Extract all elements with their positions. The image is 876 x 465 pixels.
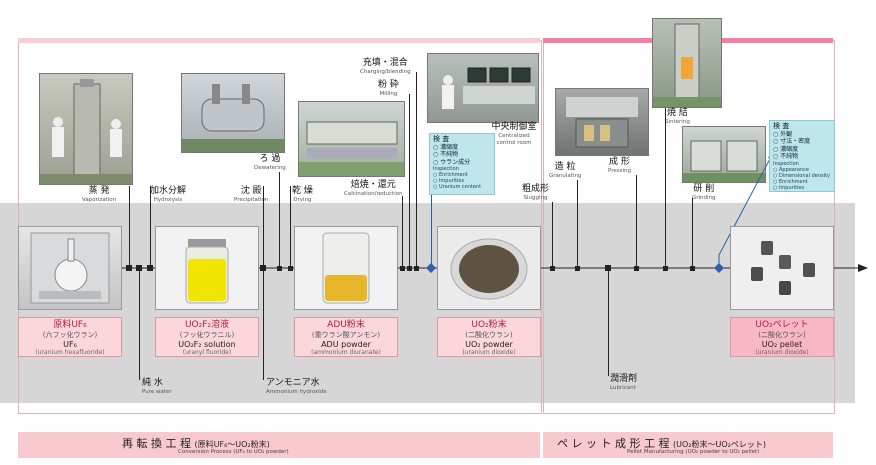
inspection-box-2: 検 査 ○ 外観 ○ 寸法・密度 ○ 濃縮度 ○ 不純物 Inspection … [769, 120, 835, 192]
node [634, 266, 639, 271]
node [407, 266, 412, 271]
product-label-adu: ADU粉末(重ウラン酸アンモン)ADU powder(ammonium diur… [294, 317, 398, 357]
tick-hydrolysis [150, 186, 151, 268]
adu-powder-image [294, 226, 398, 310]
tick-granulating [577, 180, 578, 268]
tick-pressing [636, 175, 637, 268]
tick-precipitation [263, 186, 264, 268]
sintering-photo [652, 18, 722, 108]
tick-calcination [402, 196, 403, 268]
uf6-image [18, 226, 122, 310]
node [550, 266, 555, 271]
tick-slugging [552, 202, 553, 268]
conversion-process-footer: 再 転 換 工 程 (原料UF₆〜UO₂粉末) Conversion Proce… [18, 432, 540, 458]
tick-charging [416, 72, 417, 268]
inspection-box-1: 検 査 ○ 濃縮度 ○ 不純物 ○ ウラン成分 Inspection ○ Enr… [429, 133, 495, 195]
node [414, 266, 419, 271]
node [147, 265, 153, 271]
node [260, 265, 266, 271]
tick-vaporization [129, 186, 130, 268]
pressing-photo [555, 88, 649, 156]
grinding-photo [682, 126, 766, 183]
pellet-process-footer: ペ レ ッ ト 成 形 工 程 (UO₂粉末〜UO₂ペレット) Pellet M… [543, 432, 833, 458]
tick-milling [409, 94, 410, 268]
uo2f2-solution-image [155, 226, 259, 310]
node [126, 265, 132, 271]
conversion-english: Conversion Process (UF₆ to UO₂ powder) [178, 449, 289, 455]
dewatering-photo [181, 73, 285, 153]
conversion-subtitle: (原料UF₆〜UO₂粉末) [194, 440, 270, 449]
control-room-photo [427, 53, 539, 123]
node [277, 266, 282, 271]
conversion-title: 再 転 換 工 程 [122, 437, 191, 450]
inspection1-connector [431, 190, 432, 264]
node [575, 266, 580, 271]
conversion-top-strip [18, 38, 540, 43]
inspection2-diamond [714, 263, 724, 273]
tick-grinding [692, 198, 693, 268]
node [690, 266, 695, 271]
vaporization-photo [39, 73, 133, 185]
pellet-english: Pellet Manufacturing (UO₂ powder to UO₂ … [627, 449, 760, 455]
uo2-powder-image [437, 226, 541, 310]
tick-pure-water [139, 268, 140, 380]
product-label-uf6: 原料UF₆(六フッ化ウラン)UF₆(uranium hexafluoride) [18, 317, 122, 357]
node [605, 265, 611, 271]
tick-dewatering [279, 172, 280, 268]
node [400, 266, 405, 271]
node [663, 266, 668, 271]
product-label-uo2-powder: UO₂粉末(二酸化ウラン)UO₂ powder(uranium dioxide) [437, 317, 541, 357]
tick-ammonium [263, 268, 264, 380]
process-band [0, 203, 855, 403]
inspection1-diamond [426, 263, 436, 273]
tick-drying [290, 186, 291, 268]
node [136, 265, 142, 271]
pellet-subtitle: (UO₂粉末〜UO₂ペレット) [672, 440, 766, 449]
tick-sintering [665, 108, 666, 268]
node [288, 266, 293, 271]
calcination-photo [298, 101, 405, 177]
pellet-title: ペ レ ッ ト 成 形 工 程 [557, 437, 670, 450]
product-label-uo2f2: UO₂F₂溶液(フッ化ウラニル)UO₂F₂ solution(uranyl fl… [155, 317, 259, 357]
tick-lubricant [608, 268, 609, 376]
product-label-uo2-pellet: UO₂ペレット(二酸化ウラン)UO₂ pellet(uranium dioxid… [730, 317, 834, 357]
uo2-pellet-image [730, 226, 834, 310]
